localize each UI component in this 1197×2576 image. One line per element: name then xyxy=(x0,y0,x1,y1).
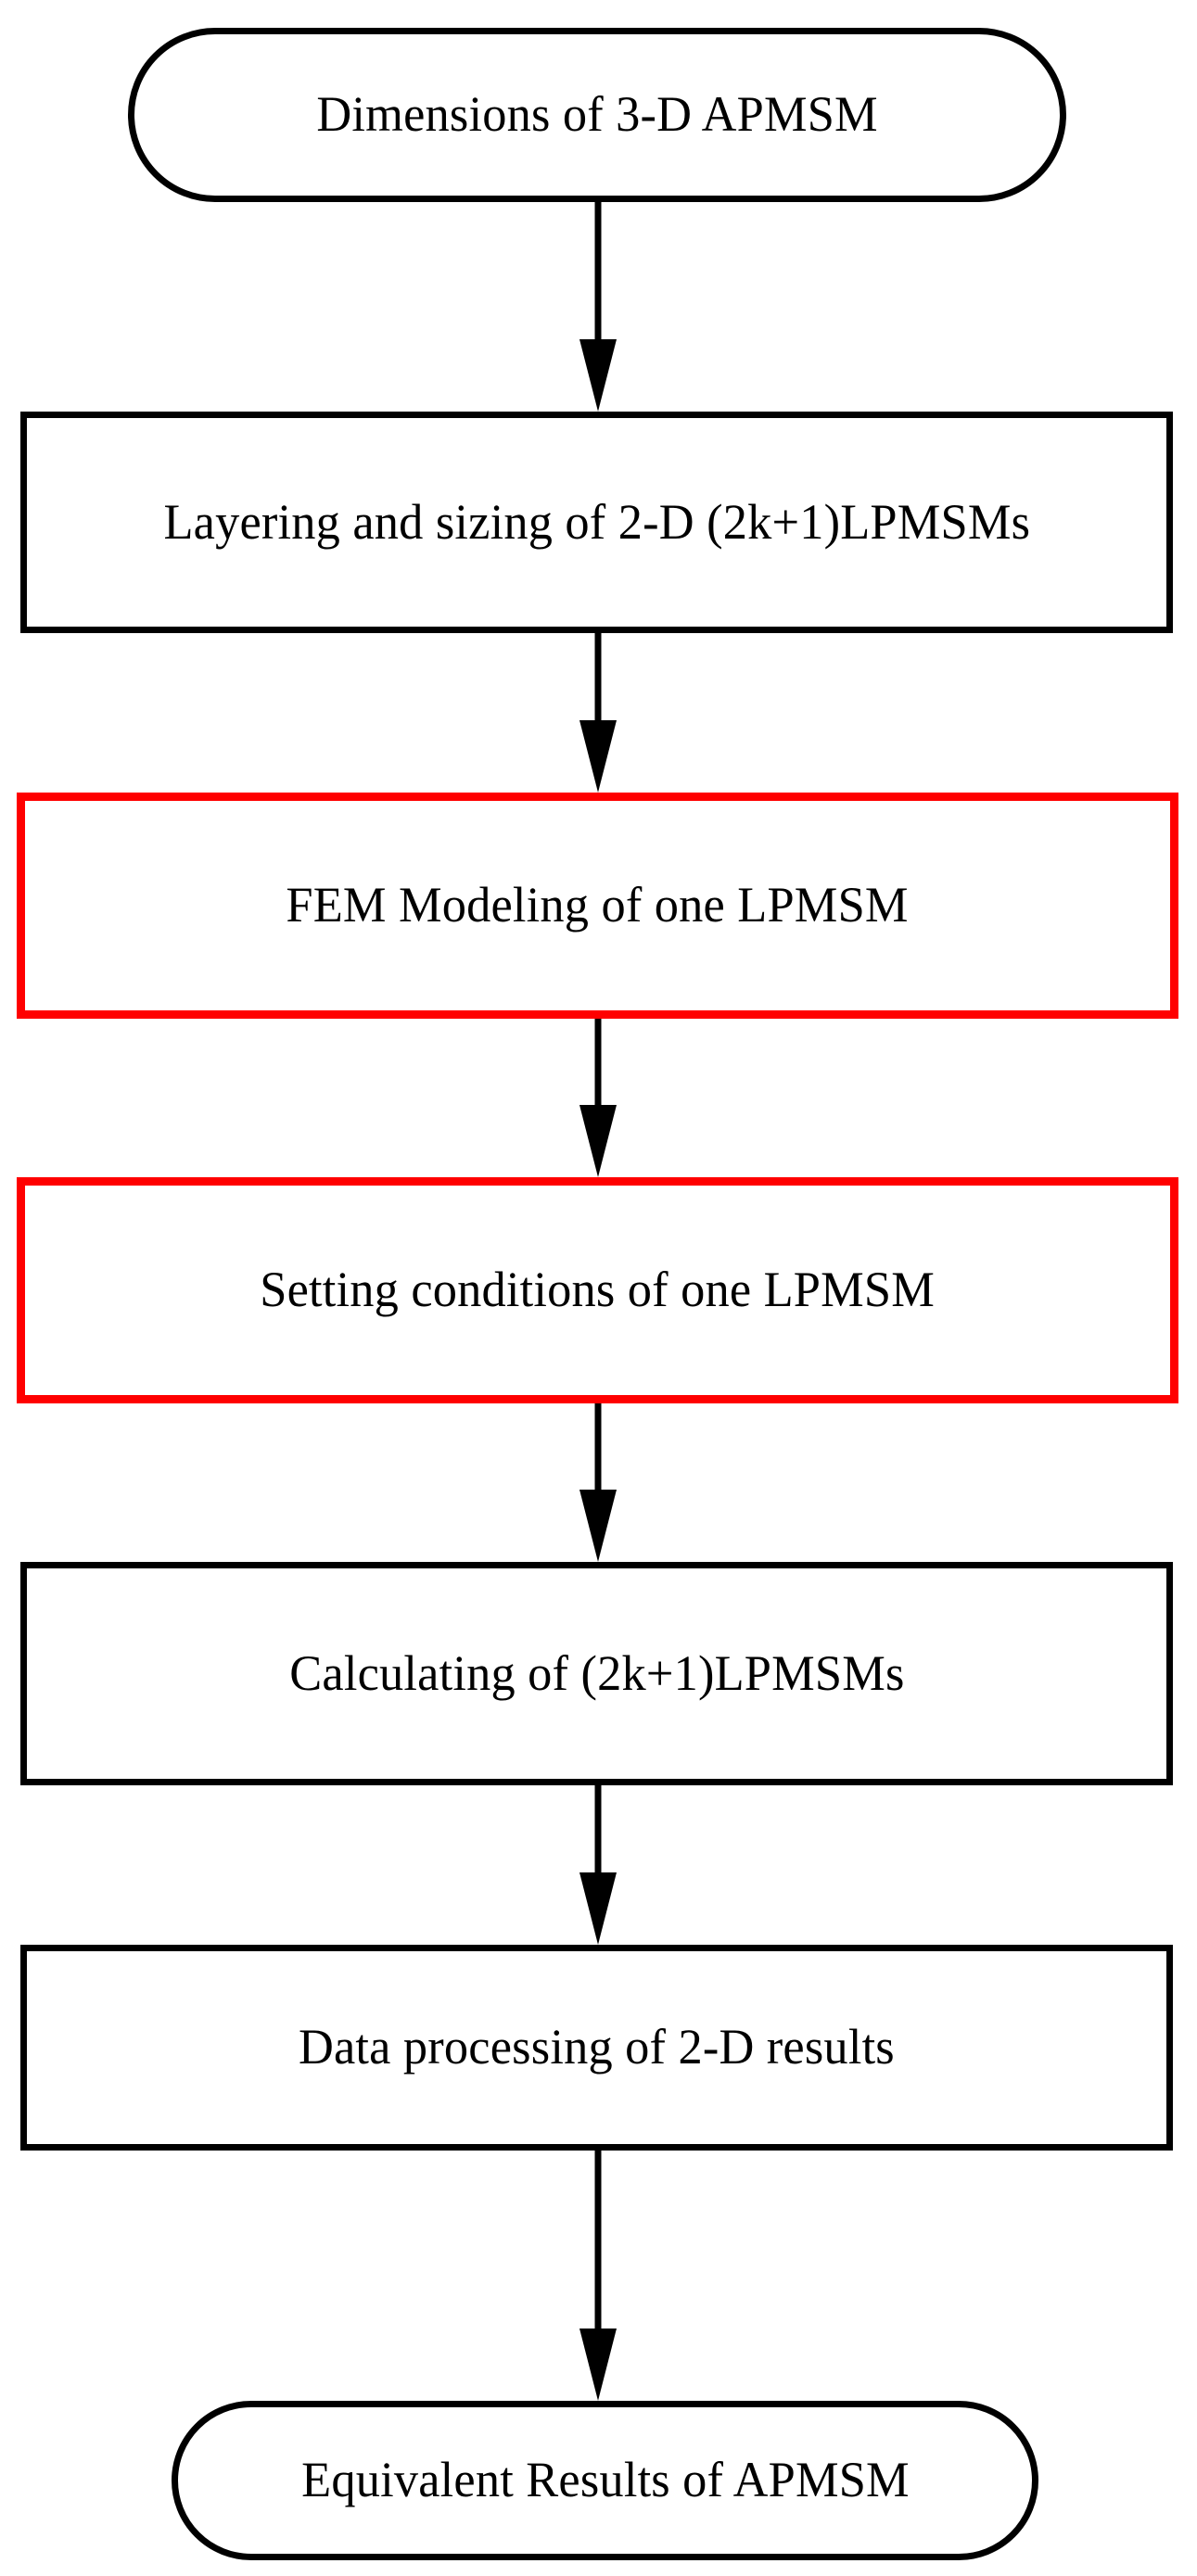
flow-node-label: Data processing of 2-D results xyxy=(299,2019,895,2075)
arrow-head-icon xyxy=(579,720,617,793)
flow-node-data-processing[interactable]: Data processing of 2-D results xyxy=(20,1945,1173,2151)
flow-arrow xyxy=(579,633,617,793)
arrow-head-icon xyxy=(579,1105,617,1177)
flow-node-calculating[interactable]: Calculating of (2k+1)LPMSMs xyxy=(20,1562,1173,1785)
arrow-head-icon xyxy=(579,339,617,412)
flow-arrow xyxy=(579,1019,617,1177)
flow-node-fem-modeling[interactable]: FEM Modeling of one LPMSM xyxy=(17,793,1178,1019)
flow-node-label: Layering and sizing of 2-D (2k+1)LPMSMs xyxy=(163,493,1030,550)
flow-node-label: FEM Modeling of one LPMSM xyxy=(286,877,910,933)
arrow-head-icon xyxy=(579,1490,617,1562)
flow-node-label: Setting conditions of one LPMSM xyxy=(260,1262,936,1318)
flow-arrow xyxy=(579,2151,617,2401)
flow-node-equivalent-results[interactable]: Equivalent Results of APMSM xyxy=(172,2401,1038,2560)
flow-node-label: Dimensions of 3-D APMSM xyxy=(316,86,878,143)
flow-node-dimensions-3d-apmsm[interactable]: Dimensions of 3-D APMSM xyxy=(128,28,1066,202)
flow-arrow xyxy=(579,1785,617,1945)
flow-arrow xyxy=(579,202,617,412)
flow-node-label: Calculating of (2k+1)LPMSMs xyxy=(288,1644,905,1701)
arrow-head-icon xyxy=(579,2329,617,2401)
arrow-head-icon xyxy=(579,1872,617,1945)
flow-node-setting-conditions[interactable]: Setting conditions of one LPMSM xyxy=(17,1177,1178,1403)
flow-node-layering-sizing[interactable]: Layering and sizing of 2-D (2k+1)LPMSMs xyxy=(20,412,1173,633)
flow-arrow xyxy=(579,1403,617,1562)
flow-node-label: Equivalent Results of APMSM xyxy=(300,2452,910,2508)
